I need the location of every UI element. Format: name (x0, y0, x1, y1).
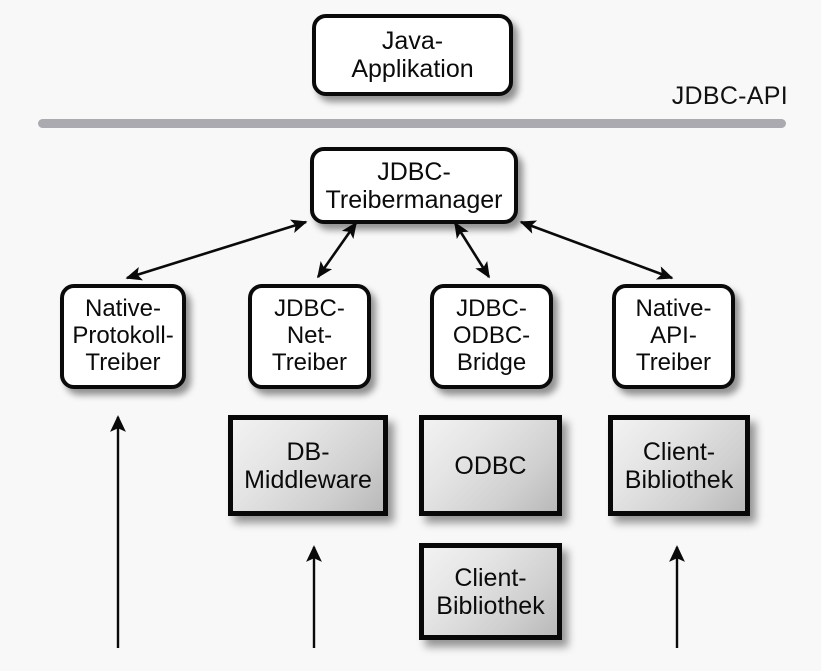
node-label: Native- Protokoll- Treiber (72, 295, 174, 376)
node-java-applikation[interactable]: Java- Applikation (312, 14, 513, 96)
jdbc-api-label: JDBC-API (671, 82, 788, 110)
node-native-api-treiber[interactable]: Native- API- Treiber (612, 284, 735, 389)
node-client-bibliothek-right[interactable]: Client- Bibliothek (608, 415, 750, 516)
node-label: DB- Middleware (244, 437, 372, 494)
node-label: Client- Bibliothek (436, 563, 545, 620)
node-jdbc-odbc-bridge[interactable]: JDBC- ODBC- Bridge (430, 284, 553, 389)
node-label: JDBC- ODBC- Bridge (452, 295, 531, 376)
node-label: Java- Applikation (351, 27, 474, 83)
node-jdbc-net-treiber[interactable]: JDBC- Net- Treiber (248, 284, 371, 389)
jdbc-api-divider-line (38, 119, 786, 128)
node-label: Client- Bibliothek (624, 437, 734, 494)
node-jdbc-treibermanager[interactable]: JDBC- Treibermanager (310, 147, 518, 224)
node-native-protokoll-treiber[interactable]: Native- Protokoll- Treiber (60, 284, 186, 389)
node-client-bibliothek-odbc[interactable]: Client- Bibliothek (419, 543, 562, 640)
node-odbc[interactable]: ODBC (419, 415, 562, 516)
node-db-middleware[interactable]: DB- Middleware (228, 415, 388, 516)
node-label: JDBC- Treibermanager (325, 157, 503, 214)
node-label: Native- API- Treiber (635, 295, 712, 376)
node-label: JDBC- Net- Treiber (271, 295, 348, 376)
node-label: ODBC (454, 451, 527, 480)
